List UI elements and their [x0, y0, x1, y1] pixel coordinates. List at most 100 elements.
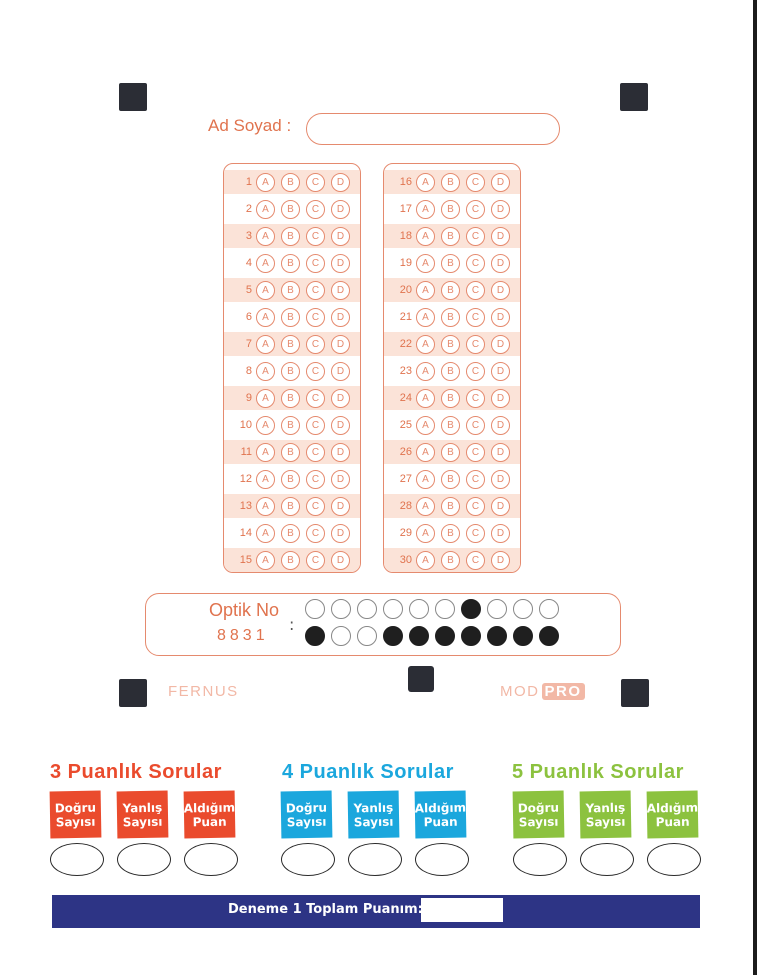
answer-bubble[interactable]: D: [491, 388, 510, 408]
score-entry-oval[interactable]: [415, 843, 469, 876]
answer-bubble[interactable]: D: [331, 199, 350, 219]
answer-bubble[interactable]: B: [441, 361, 460, 381]
answer-bubble[interactable]: A: [256, 307, 275, 327]
optik-bubble[interactable]: [409, 599, 429, 619]
answer-bubble[interactable]: B: [441, 307, 460, 327]
answer-bubble[interactable]: C: [306, 550, 325, 570]
answer-bubble[interactable]: A: [256, 253, 275, 273]
answer-bubble[interactable]: C: [466, 280, 485, 300]
answer-bubble[interactable]: B: [281, 361, 300, 381]
answer-bubble[interactable]: C: [466, 550, 485, 570]
answer-bubble[interactable]: C: [466, 253, 485, 273]
optik-bubble[interactable]: [383, 626, 403, 646]
answer-bubble[interactable]: C: [466, 496, 485, 516]
answer-bubble[interactable]: D: [331, 469, 350, 489]
answer-bubble[interactable]: B: [441, 334, 460, 354]
optik-bubble[interactable]: [305, 626, 325, 646]
answer-bubble[interactable]: D: [491, 415, 510, 435]
answer-bubble[interactable]: B: [441, 388, 460, 408]
optik-bubble[interactable]: [383, 599, 403, 619]
optik-bubble[interactable]: [357, 599, 377, 619]
answer-bubble[interactable]: B: [281, 496, 300, 516]
answer-bubble[interactable]: A: [256, 172, 275, 192]
optik-bubble[interactable]: [435, 626, 455, 646]
optik-bubble[interactable]: [513, 626, 533, 646]
answer-bubble[interactable]: A: [416, 280, 435, 300]
answer-bubble[interactable]: D: [491, 496, 510, 516]
answer-bubble[interactable]: D: [331, 388, 350, 408]
answer-bubble[interactable]: C: [466, 469, 485, 489]
answer-bubble[interactable]: B: [441, 523, 460, 543]
optik-bubble[interactable]: [539, 599, 559, 619]
answer-bubble[interactable]: C: [306, 253, 325, 273]
answer-bubble[interactable]: B: [441, 442, 460, 462]
answer-bubble[interactable]: A: [416, 226, 435, 246]
answer-bubble[interactable]: A: [416, 523, 435, 543]
answer-bubble[interactable]: C: [306, 280, 325, 300]
answer-bubble[interactable]: A: [256, 496, 275, 516]
answer-bubble[interactable]: C: [466, 307, 485, 327]
answer-bubble[interactable]: B: [281, 307, 300, 327]
answer-bubble[interactable]: A: [256, 334, 275, 354]
answer-bubble[interactable]: D: [331, 334, 350, 354]
answer-bubble[interactable]: D: [491, 442, 510, 462]
name-input[interactable]: [306, 113, 560, 145]
answer-bubble[interactable]: A: [256, 361, 275, 381]
answer-bubble[interactable]: B: [441, 253, 460, 273]
optik-bubble[interactable]: [461, 626, 481, 646]
answer-bubble[interactable]: D: [491, 226, 510, 246]
answer-bubble[interactable]: C: [306, 361, 325, 381]
score-entry-oval[interactable]: [580, 843, 634, 876]
answer-bubble[interactable]: D: [331, 253, 350, 273]
answer-bubble[interactable]: A: [416, 469, 435, 489]
answer-bubble[interactable]: C: [466, 361, 485, 381]
answer-bubble[interactable]: C: [306, 469, 325, 489]
answer-bubble[interactable]: B: [441, 550, 460, 570]
answer-bubble[interactable]: B: [281, 388, 300, 408]
answer-bubble[interactable]: A: [416, 388, 435, 408]
answer-bubble[interactable]: B: [441, 469, 460, 489]
answer-bubble[interactable]: A: [256, 469, 275, 489]
score-entry-oval[interactable]: [513, 843, 567, 876]
answer-bubble[interactable]: A: [416, 172, 435, 192]
answer-bubble[interactable]: B: [281, 253, 300, 273]
optik-bubble[interactable]: [539, 626, 559, 646]
answer-bubble[interactable]: C: [306, 442, 325, 462]
answer-bubble[interactable]: A: [256, 442, 275, 462]
answer-bubble[interactable]: C: [306, 172, 325, 192]
answer-bubble[interactable]: B: [281, 523, 300, 543]
answer-bubble[interactable]: C: [306, 496, 325, 516]
answer-bubble[interactable]: D: [331, 226, 350, 246]
answer-bubble[interactable]: C: [466, 442, 485, 462]
answer-bubble[interactable]: A: [256, 388, 275, 408]
answer-bubble[interactable]: D: [491, 253, 510, 273]
score-entry-oval[interactable]: [117, 843, 171, 876]
answer-bubble[interactable]: D: [491, 361, 510, 381]
answer-bubble[interactable]: D: [491, 523, 510, 543]
answer-bubble[interactable]: D: [331, 442, 350, 462]
answer-bubble[interactable]: B: [281, 199, 300, 219]
answer-bubble[interactable]: C: [306, 388, 325, 408]
answer-bubble[interactable]: D: [331, 523, 350, 543]
answer-bubble[interactable]: C: [466, 334, 485, 354]
score-entry-oval[interactable]: [647, 843, 701, 876]
answer-bubble[interactable]: A: [416, 334, 435, 354]
answer-bubble[interactable]: C: [306, 334, 325, 354]
answer-bubble[interactable]: C: [466, 172, 485, 192]
answer-bubble[interactable]: D: [331, 361, 350, 381]
answer-bubble[interactable]: B: [281, 442, 300, 462]
answer-bubble[interactable]: B: [281, 415, 300, 435]
answer-bubble[interactable]: D: [491, 199, 510, 219]
answer-bubble[interactable]: B: [281, 334, 300, 354]
score-entry-oval[interactable]: [281, 843, 335, 876]
optik-bubble[interactable]: [331, 626, 351, 646]
answer-bubble[interactable]: A: [416, 361, 435, 381]
answer-bubble[interactable]: A: [416, 199, 435, 219]
answer-bubble[interactable]: A: [416, 550, 435, 570]
optik-bubble[interactable]: [487, 599, 507, 619]
answer-bubble[interactable]: A: [256, 280, 275, 300]
answer-bubble[interactable]: C: [466, 388, 485, 408]
answer-bubble[interactable]: D: [331, 307, 350, 327]
answer-bubble[interactable]: C: [466, 523, 485, 543]
answer-bubble[interactable]: D: [491, 334, 510, 354]
